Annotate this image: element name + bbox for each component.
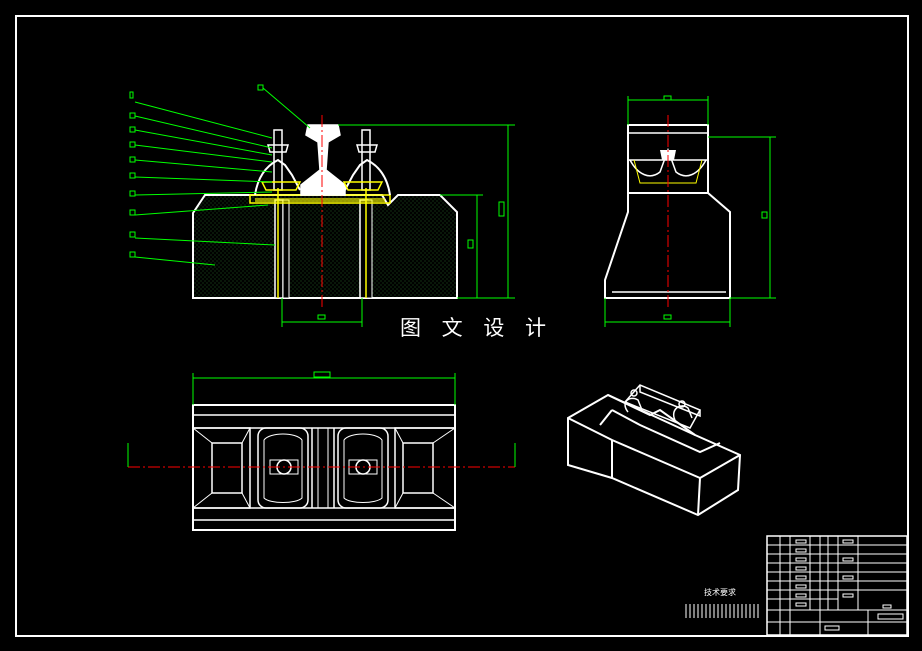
title-block	[766, 535, 908, 636]
watermark-text: 图 文 设 计	[400, 316, 554, 340]
part-leader-lines	[129, 84, 311, 266]
side-view-dimensions	[604, 95, 776, 327]
front-view-dimensions	[281, 124, 515, 327]
tech-notes-lines	[685, 604, 759, 618]
front-section-view	[192, 115, 458, 310]
drawing-border	[15, 15, 909, 637]
isometric-view	[567, 384, 742, 517]
top-view-dimensions	[127, 371, 516, 467]
side-view	[604, 115, 731, 310]
tech-notes-title: 技术要求	[704, 588, 736, 597]
top-view	[128, 404, 515, 531]
